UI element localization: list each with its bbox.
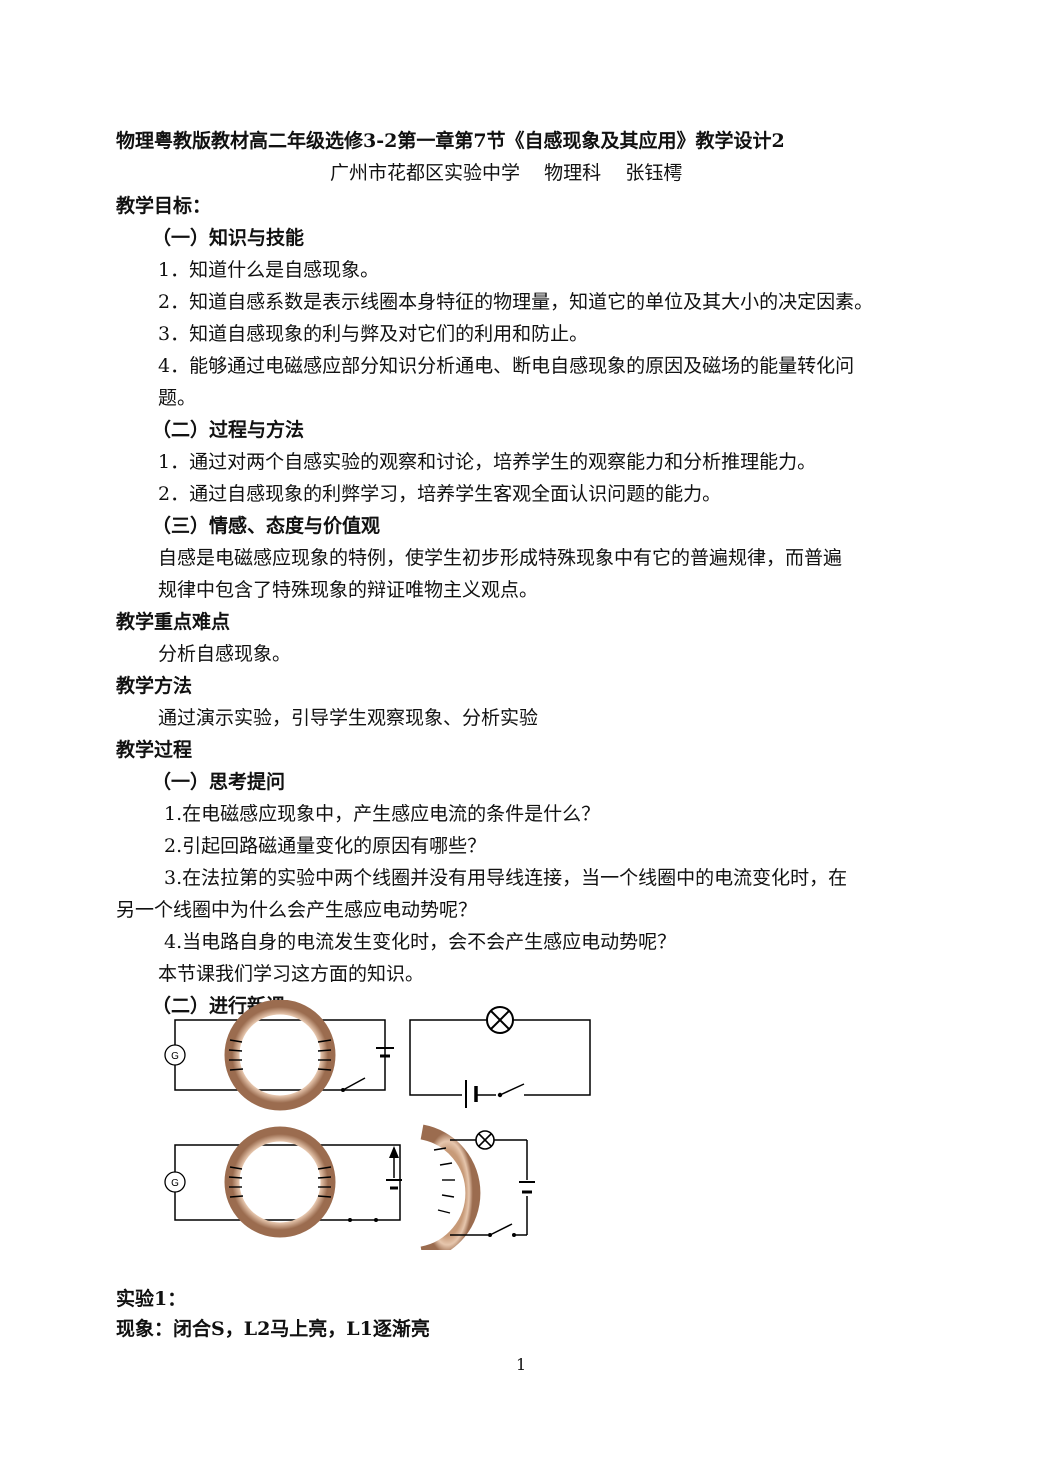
- circuit-figure: G G: [164, 1000, 591, 1250]
- lamp-circuit-bottom: [420, 1124, 539, 1250]
- question-4: 4.当电路自身的电流发生变化时，会不会产生感应电动势呢？: [164, 931, 677, 953]
- experiment-phenomenon: 现象：闭合S，L2马上亮，L1逐渐亮: [116, 1318, 430, 1340]
- switch-icon: [342, 1077, 366, 1091]
- intro-text: 本节课我们学习这方面的知识。: [158, 963, 425, 985]
- galvanometer-icon: [164, 1171, 186, 1193]
- values-line-1: 自感是电磁感应现象的特例，使学生初步形成特殊现象中有它的普遍规律，而普遍: [158, 547, 843, 569]
- galvanometer-icon: [164, 1044, 186, 1066]
- toroid-circuit-top: G: [164, 1000, 394, 1111]
- objectives-heading: 教学目标：: [116, 195, 212, 217]
- values-line-2: 规律中包含了特殊现象的辩证唯物主义观点。: [158, 579, 539, 601]
- knowledge-item-4: 4．能够通过电磁感应部分知识分析通电、断电自感现象的原因及磁场的能量转化问: [158, 355, 855, 377]
- author-line: 广州市花都区实验中学 物理科 张钰樗: [330, 162, 683, 184]
- values-heading: （三）情感、态度与价值观: [152, 515, 381, 537]
- knowledge-item-4-cont: 题。: [158, 387, 197, 409]
- method-heading: 教学方法: [116, 675, 193, 697]
- think-heading: （一）思考提问: [152, 771, 286, 793]
- toroid-coil-icon: [224, 1000, 336, 1111]
- knowledge-item-2: 2．知道自感系数是表示线圈本身特征的物理量，知道它的单位及其大小的决定因素。: [158, 291, 874, 313]
- toroid-coil-icon: [224, 1126, 336, 1238]
- process-item-1: 1．通过对两个自感实验的观察和讨论，培养学生的观察能力和分析推理能力。: [158, 451, 817, 473]
- knowledge-item-1: 1．知道什么是自感现象。: [158, 259, 380, 281]
- question-3: 3.在法拉第的实验中两个线圈并没有用导线连接，当一个线圈中的电流变化时，在: [164, 867, 848, 889]
- knowledge-heading: （一）知识与技能: [152, 227, 305, 249]
- toroid-circuit-bottom: G: [164, 1126, 402, 1238]
- question-2: 2.引起回路磁通量变化的原因有哪些？: [164, 835, 487, 857]
- toroid-partial-icon: [420, 1124, 481, 1250]
- key-points-text: 分析自感现象。: [158, 643, 292, 665]
- knowledge-item-3: 3．知道自感现象的利与弊及对它们的利用和防止。: [158, 323, 589, 345]
- galvanometer-label: G: [171, 1178, 179, 1189]
- page-number: 1: [516, 1355, 527, 1374]
- question-1: 1.在电磁感应现象中，产生感应电流的条件是什么？: [164, 803, 601, 825]
- experiment-label: 实验1：: [116, 1288, 187, 1310]
- lamp-circuit-top: [409, 1006, 591, 1108]
- galvanometer-label: G: [171, 1051, 179, 1062]
- method-text: 通过演示实验，引导学生观察现象、分析实验: [158, 707, 539, 729]
- switch-icon: [489, 1223, 513, 1236]
- question-3-cont: 另一个线圈中为什么会产生感应电动势呢？: [116, 899, 478, 921]
- process-item-2: 2．通过自感现象的利弊学习，培养学生客观全面认识问题的能力。: [158, 483, 722, 505]
- key-points-heading: 教学重点难点: [116, 611, 231, 633]
- process-heading: （二）过程与方法: [152, 419, 305, 441]
- switch-icon: [499, 1083, 525, 1096]
- document-title: 物理粤教版教材高二年级选修3-2第一章第7节《自感现象及其应用》教学设计2: [116, 130, 785, 152]
- process-section-heading: 教学过程: [116, 739, 193, 761]
